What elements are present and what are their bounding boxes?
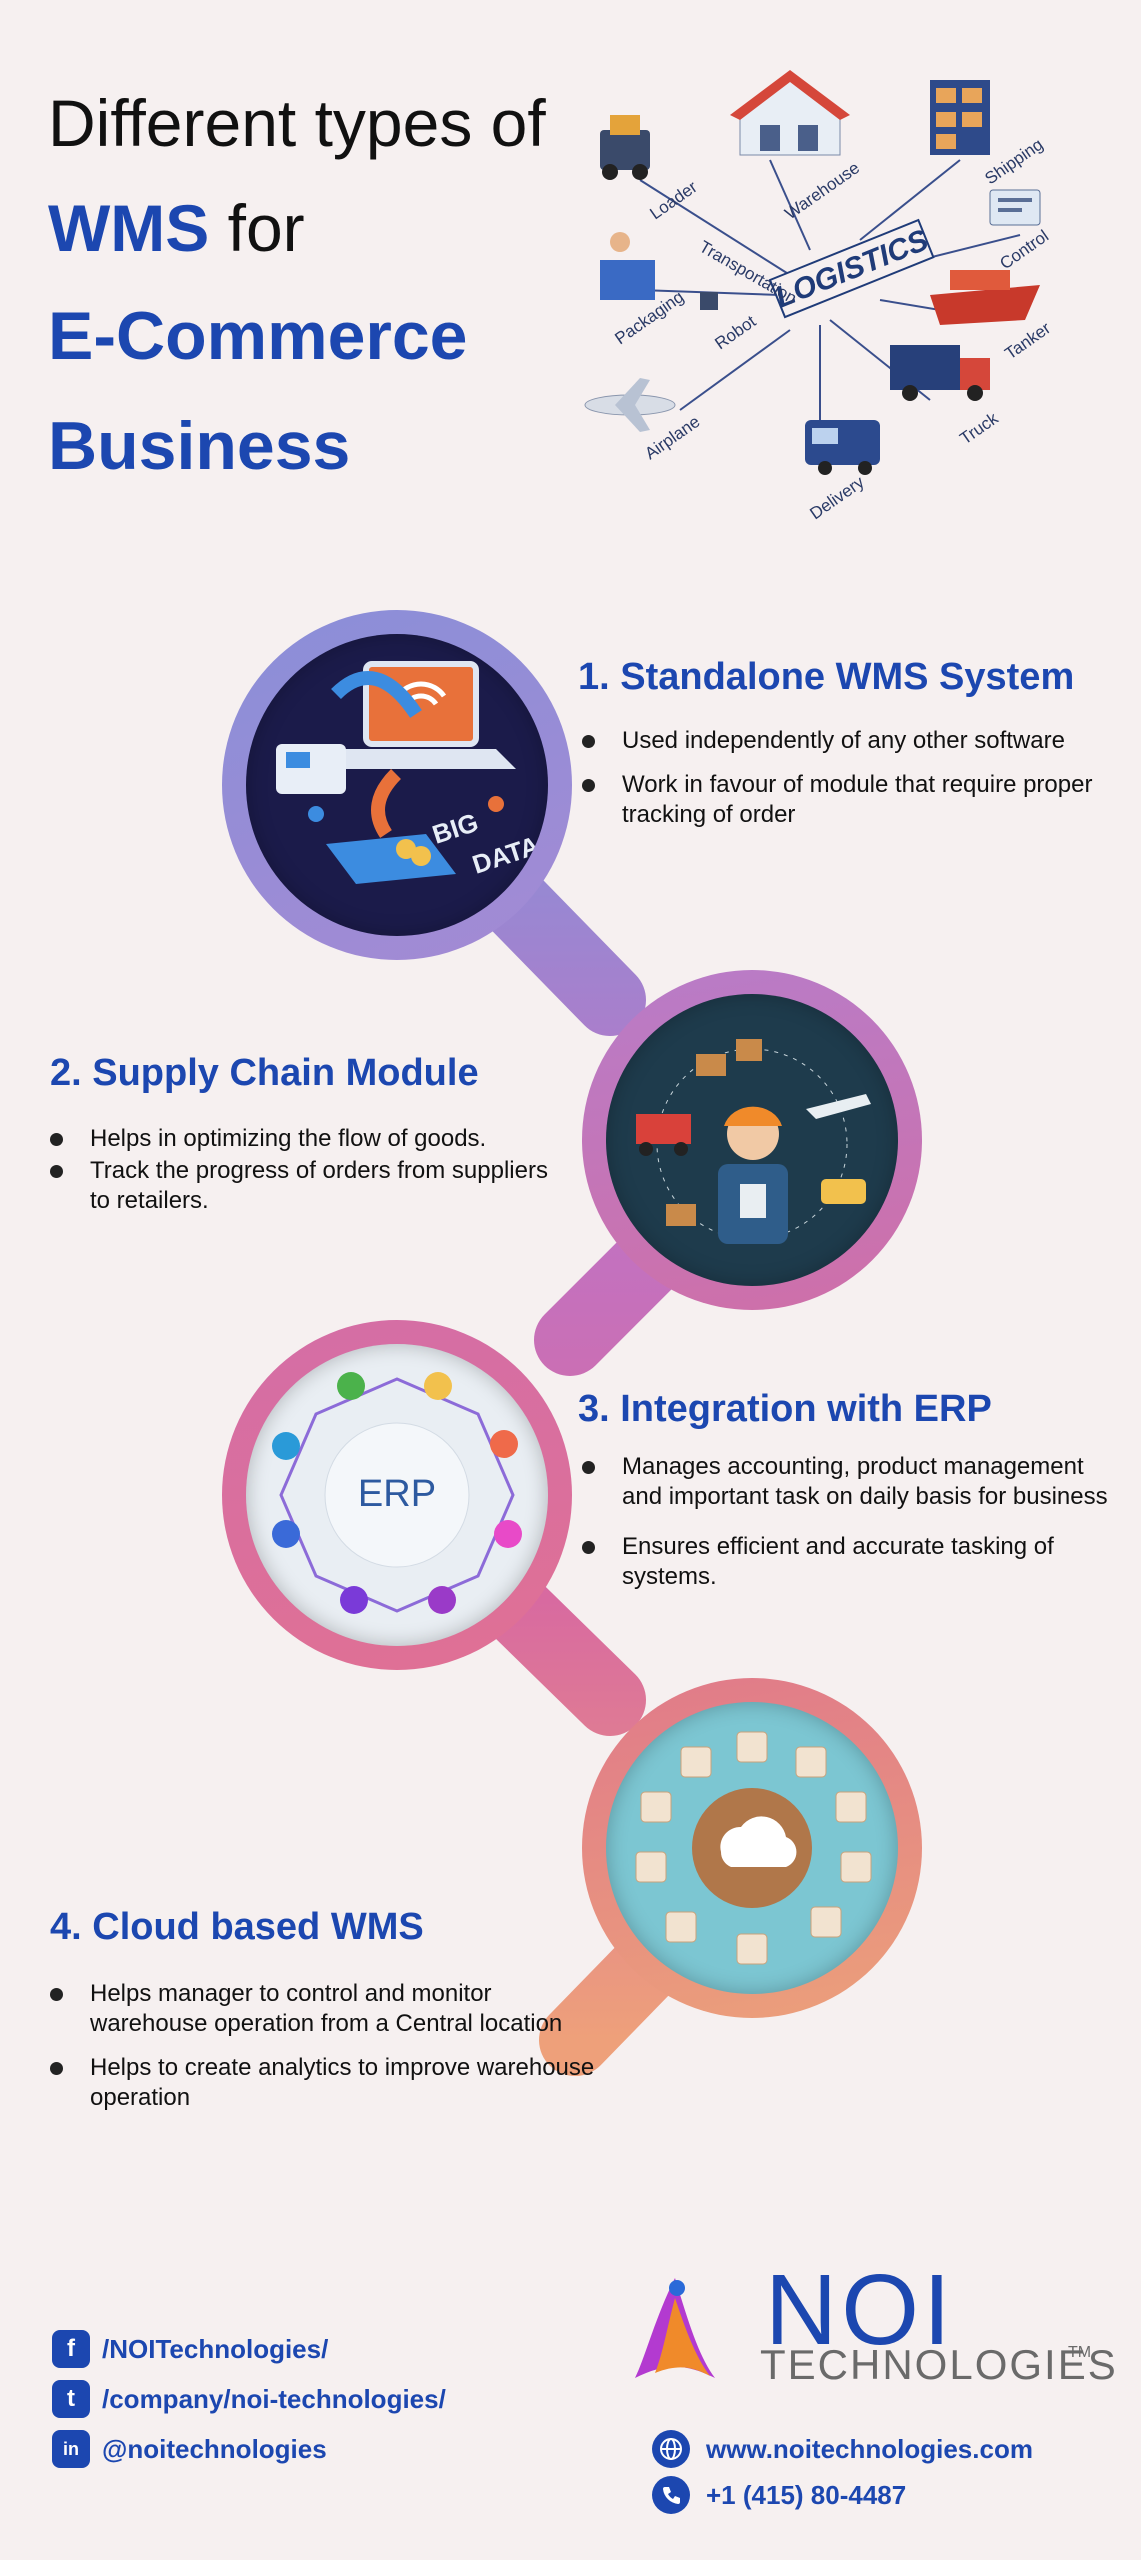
truck-icon <box>890 345 990 401</box>
cloud-image <box>606 1702 898 1994</box>
section-4-bullets: Helps manager to control and monitor war… <box>48 1979 608 2127</box>
control-icon <box>989 189 1041 226</box>
section-4-title: 4. Cloud based WMS <box>50 1906 424 1948</box>
logo-trademark: TM <box>1068 2344 1092 2361</box>
phone-icon <box>652 2476 690 2514</box>
logo-technologies: TECHNOLOGIES <box>760 2341 1118 2388</box>
title-wms: WMS <box>48 191 210 265</box>
big-data-image: BIG DATA <box>246 634 548 936</box>
noi-logo-mark <box>635 2278 715 2378</box>
globe-icon <box>652 2430 690 2468</box>
section-4-bullet-2: Helps to create analytics to improve war… <box>48 2053 608 2113</box>
section-2-bullets: Helps in optimizing the flow of goods. T… <box>48 1124 568 1230</box>
phone-number[interactable]: +1 (415) 80-4487 <box>706 2479 907 2510</box>
section-1-bullets: Used independently of any other software… <box>580 726 1120 844</box>
section-1-title: 1. Standalone WMS System <box>578 656 1075 698</box>
title-line-1: Different types of <box>48 86 546 160</box>
section-2-title: 2. Supply Chain Module <box>50 1052 479 1094</box>
website-link[interactable]: www.noitechnologies.com <box>706 2433 1033 2464</box>
section-4-bullet-1: Helps manager to control and monitor war… <box>48 1979 608 2039</box>
big-text: BIG <box>429 807 482 850</box>
twitter-link[interactable]: /company/noi-technologies/ <box>102 2383 446 2414</box>
section-2-bullet-1: Helps in optimizing the flow of goods. <box>48 1124 568 1154</box>
social-facebook[interactable]: f /NOITechnologies/ <box>52 2330 328 2368</box>
linkedin-link[interactable]: @noitechnologies <box>102 2433 327 2464</box>
social-linkedin[interactable]: in @noitechnologies <box>52 2430 327 2468</box>
section-3-bullet-1: Manages accounting, product management a… <box>580 1452 1130 1512</box>
erp-text: ERP <box>358 1473 436 1515</box>
section-3-title: 3. Integration with ERP <box>578 1388 992 1430</box>
robot-icon <box>700 292 718 310</box>
loader-icon <box>600 115 650 180</box>
logo-noi: NOI <box>765 2254 955 2366</box>
section-2-bullet-2: Track the progress of orders from suppli… <box>48 1156 568 1216</box>
section-3-bullets: Manages accounting, product management a… <box>580 1452 1130 1606</box>
delivery-van-icon <box>805 420 880 475</box>
shipping-icon <box>930 80 990 155</box>
section-3-bullet-2: Ensures efficient and accurate tasking o… <box>580 1532 1130 1592</box>
title-line-2: WMS for <box>48 195 305 261</box>
social-twitter[interactable]: t /company/noi-technologies/ <box>52 2380 446 2418</box>
section-1-bullet-1: Used independently of any other software <box>580 726 1120 756</box>
contact-phone[interactable]: +1 (415) 80-4487 <box>652 2476 906 2514</box>
contact-website[interactable]: www.noitechnologies.com <box>652 2430 1033 2468</box>
linkedin-icon: in <box>52 2430 90 2468</box>
supply-chain-image <box>606 994 898 1286</box>
title-for: for <box>227 191 305 265</box>
tanker-icon <box>930 270 1040 325</box>
section-1-bullet-2: Work in favour of module that require pr… <box>580 770 1120 830</box>
title-line-3: E-Commerce <box>48 298 468 374</box>
warehouse-icon <box>730 70 850 156</box>
packaging-icon <box>600 232 655 300</box>
twitter-icon: t <box>52 2380 90 2418</box>
airplane-icon <box>584 378 676 432</box>
title-line-4: Business <box>48 408 351 484</box>
logistics-illustration: LOGISTICS <box>584 70 1054 523</box>
facebook-link[interactable]: /NOITechnologies/ <box>102 2333 329 2364</box>
facebook-icon: f <box>52 2330 90 2368</box>
erp-image: ERP <box>246 1344 548 1646</box>
